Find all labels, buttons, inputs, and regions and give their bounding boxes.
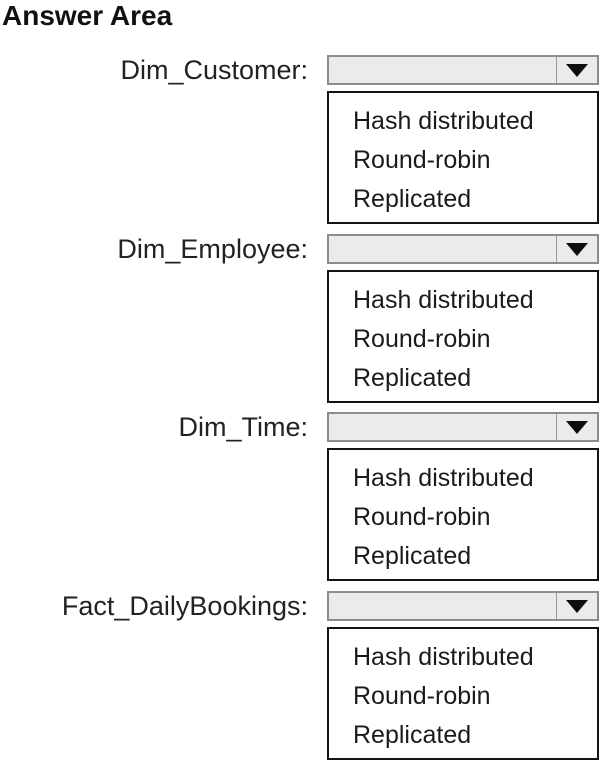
dim-customer-label: Dim_Customer: bbox=[120, 54, 308, 85]
dim-time-label: Dim_Time: bbox=[178, 411, 308, 442]
dim-employee-label: Dim_Employee: bbox=[117, 233, 308, 264]
dim-employee-dropdown-arrow-button[interactable] bbox=[556, 236, 597, 262]
option-hash-distributed[interactable]: Hash distributed bbox=[353, 107, 534, 135]
fact-dailybookings-label: Fact_DailyBookings: bbox=[61, 590, 308, 621]
fact-dailybookings-options-list: Hash distributed Round-robin Replicated bbox=[327, 627, 599, 760]
dropdown-group-dim-customer: Dim_Customer: Hash distributed Round-rob… bbox=[0, 55, 600, 225]
answer-area-title: Answer Area bbox=[2, 0, 173, 31]
option-hash-distributed[interactable]: Hash distributed bbox=[353, 286, 534, 314]
fact-dailybookings-selected-value bbox=[337, 593, 553, 619]
dim-time-selected-value bbox=[337, 414, 553, 440]
option-round-robin[interactable]: Round-robin bbox=[353, 146, 491, 174]
dim-employee-selected-value bbox=[337, 236, 553, 262]
dim-time-options-list: Hash distributed Round-robin Replicated bbox=[327, 448, 599, 581]
caret-down-icon bbox=[566, 599, 588, 613]
option-hash-distributed[interactable]: Hash distributed bbox=[353, 643, 534, 671]
option-round-robin[interactable]: Round-robin bbox=[353, 503, 491, 531]
dim-customer-options-list: Hash distributed Round-robin Replicated bbox=[327, 91, 599, 224]
fact-dailybookings-select[interactable] bbox=[327, 591, 599, 621]
option-replicated[interactable]: Replicated bbox=[353, 185, 472, 213]
dim-time-dropdown-arrow-button[interactable] bbox=[556, 414, 597, 440]
option-replicated[interactable]: Replicated bbox=[353, 542, 472, 570]
dim-customer-select[interactable] bbox=[327, 55, 599, 85]
dropdown-group-dim-time: Dim_Time: Hash distributed Round-robin R… bbox=[0, 412, 600, 582]
caret-down-icon bbox=[566, 242, 588, 256]
caret-down-icon bbox=[566, 420, 588, 434]
dim-customer-dropdown-arrow-button[interactable] bbox=[556, 57, 597, 83]
option-hash-distributed[interactable]: Hash distributed bbox=[353, 464, 534, 492]
option-replicated[interactable]: Replicated bbox=[353, 364, 472, 392]
option-replicated[interactable]: Replicated bbox=[353, 721, 472, 749]
dim-customer-selected-value bbox=[337, 57, 553, 83]
dim-employee-select[interactable] bbox=[327, 234, 599, 264]
fact-dailybookings-dropdown-arrow-button[interactable] bbox=[556, 593, 597, 619]
dropdown-group-fact-dailybookings: Fact_DailyBookings: Hash distributed Rou… bbox=[0, 591, 600, 761]
dim-time-select[interactable] bbox=[327, 412, 599, 442]
dim-employee-options-list: Hash distributed Round-robin Replicated bbox=[327, 270, 599, 403]
caret-down-icon bbox=[566, 63, 588, 77]
option-round-robin[interactable]: Round-robin bbox=[353, 682, 491, 710]
option-round-robin[interactable]: Round-robin bbox=[353, 325, 491, 353]
dropdown-group-dim-employee: Dim_Employee: Hash distributed Round-rob… bbox=[0, 234, 600, 404]
